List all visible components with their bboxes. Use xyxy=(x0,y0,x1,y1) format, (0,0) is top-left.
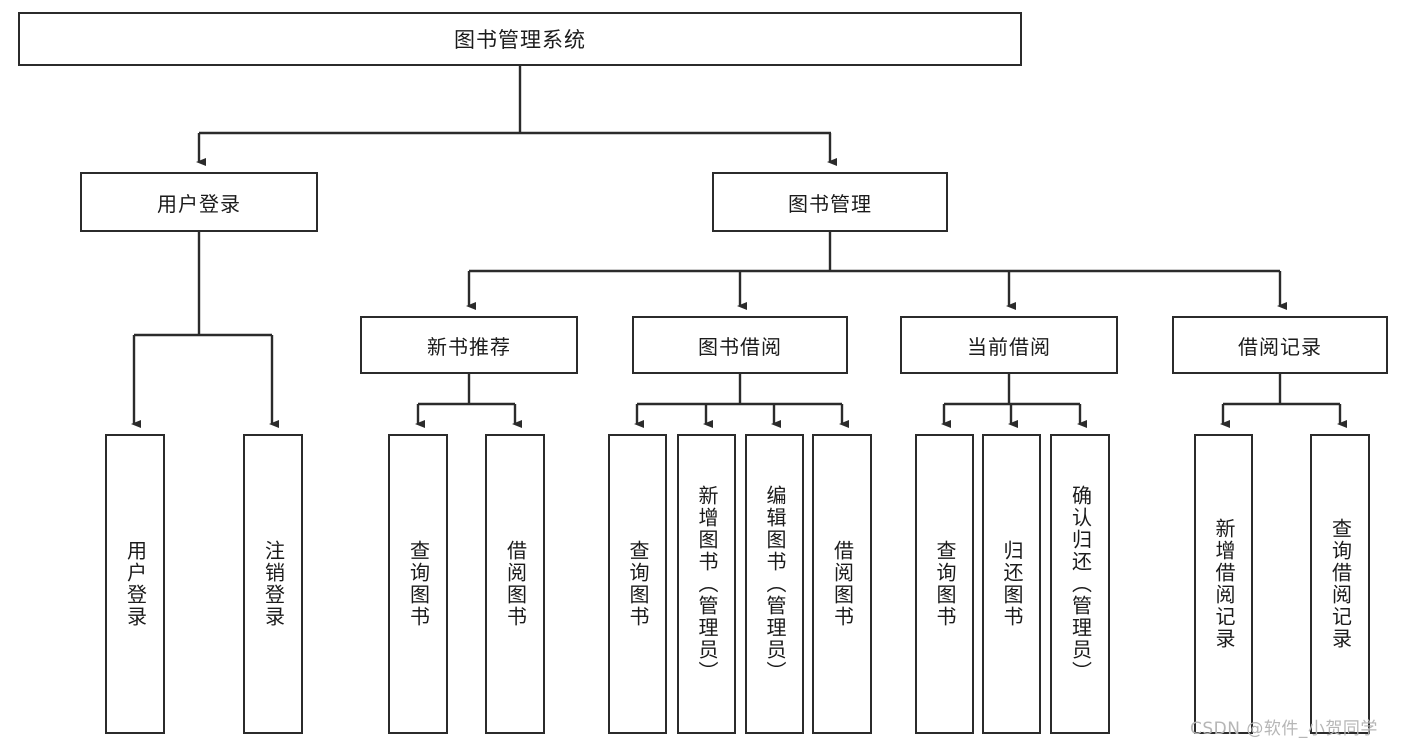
node-user-login-label: 用户登录 xyxy=(157,191,241,216)
node-current-borrow-label: 当前借阅 xyxy=(967,334,1051,359)
leaf-label: 借阅图书 xyxy=(830,540,855,628)
leaf-logout[interactable]: 注销登录 xyxy=(243,434,303,734)
node-book-management-label: 图书管理 xyxy=(788,191,872,216)
node-current-borrow[interactable]: 当前借阅 xyxy=(900,316,1118,374)
leaf-label: 用户登录 xyxy=(123,540,148,628)
node-borrow-record-label: 借阅记录 xyxy=(1238,334,1322,359)
leaf-query-borrow-record[interactable]: 查询借阅记录 xyxy=(1310,434,1370,734)
node-book-borrow[interactable]: 图书借阅 xyxy=(632,316,848,374)
leaf-add-borrow-record[interactable]: 新增借阅记录 xyxy=(1194,434,1253,734)
leaf-borrow-book[interactable]: 借阅图书 xyxy=(812,434,872,734)
node-borrow-record[interactable]: 借阅记录 xyxy=(1172,316,1388,374)
leaf-borrow-book-recommend[interactable]: 借阅图书 xyxy=(485,434,545,734)
leaf-user-login[interactable]: 用户登录 xyxy=(105,434,165,734)
leaf-confirm-return-admin[interactable]: 确认归还（管理员） xyxy=(1050,434,1110,734)
leaf-label: 新增图书（管理员） xyxy=(695,485,719,683)
node-new-book-recommend[interactable]: 新书推荐 xyxy=(360,316,578,374)
leaf-edit-book-admin[interactable]: 编辑图书（管理员） xyxy=(745,434,804,734)
leaf-label: 归还图书 xyxy=(1000,540,1024,628)
leaf-label: 编辑图书（管理员） xyxy=(763,485,787,683)
node-new-book-recommend-label: 新书推荐 xyxy=(427,334,511,359)
node-root[interactable]: 图书管理系统 xyxy=(18,12,1022,66)
watermark: CSDN @软件_小贺同学 xyxy=(1190,719,1378,739)
leaf-label: 借阅图书 xyxy=(503,540,528,628)
leaf-label: 确认归还（管理员） xyxy=(1068,485,1093,683)
leaf-label: 查询图书 xyxy=(406,540,431,628)
node-book-management[interactable]: 图书管理 xyxy=(712,172,948,232)
leaf-label: 注销登录 xyxy=(261,540,286,628)
leaf-query-book-borrow[interactable]: 查询图书 xyxy=(608,434,667,734)
node-book-borrow-label: 图书借阅 xyxy=(698,334,782,359)
leaf-label: 新增借阅记录 xyxy=(1212,518,1236,650)
leaf-query-book-current[interactable]: 查询图书 xyxy=(915,434,974,734)
leaf-add-book-admin[interactable]: 新增图书（管理员） xyxy=(677,434,736,734)
leaf-label: 查询图书 xyxy=(626,540,650,628)
leaf-label: 查询图书 xyxy=(933,540,957,628)
leaf-label: 查询借阅记录 xyxy=(1328,518,1353,650)
leaf-return-book[interactable]: 归还图书 xyxy=(982,434,1041,734)
leaf-query-book-recommend[interactable]: 查询图书 xyxy=(388,434,448,734)
node-user-login[interactable]: 用户登录 xyxy=(80,172,318,232)
node-root-label: 图书管理系统 xyxy=(454,28,586,52)
